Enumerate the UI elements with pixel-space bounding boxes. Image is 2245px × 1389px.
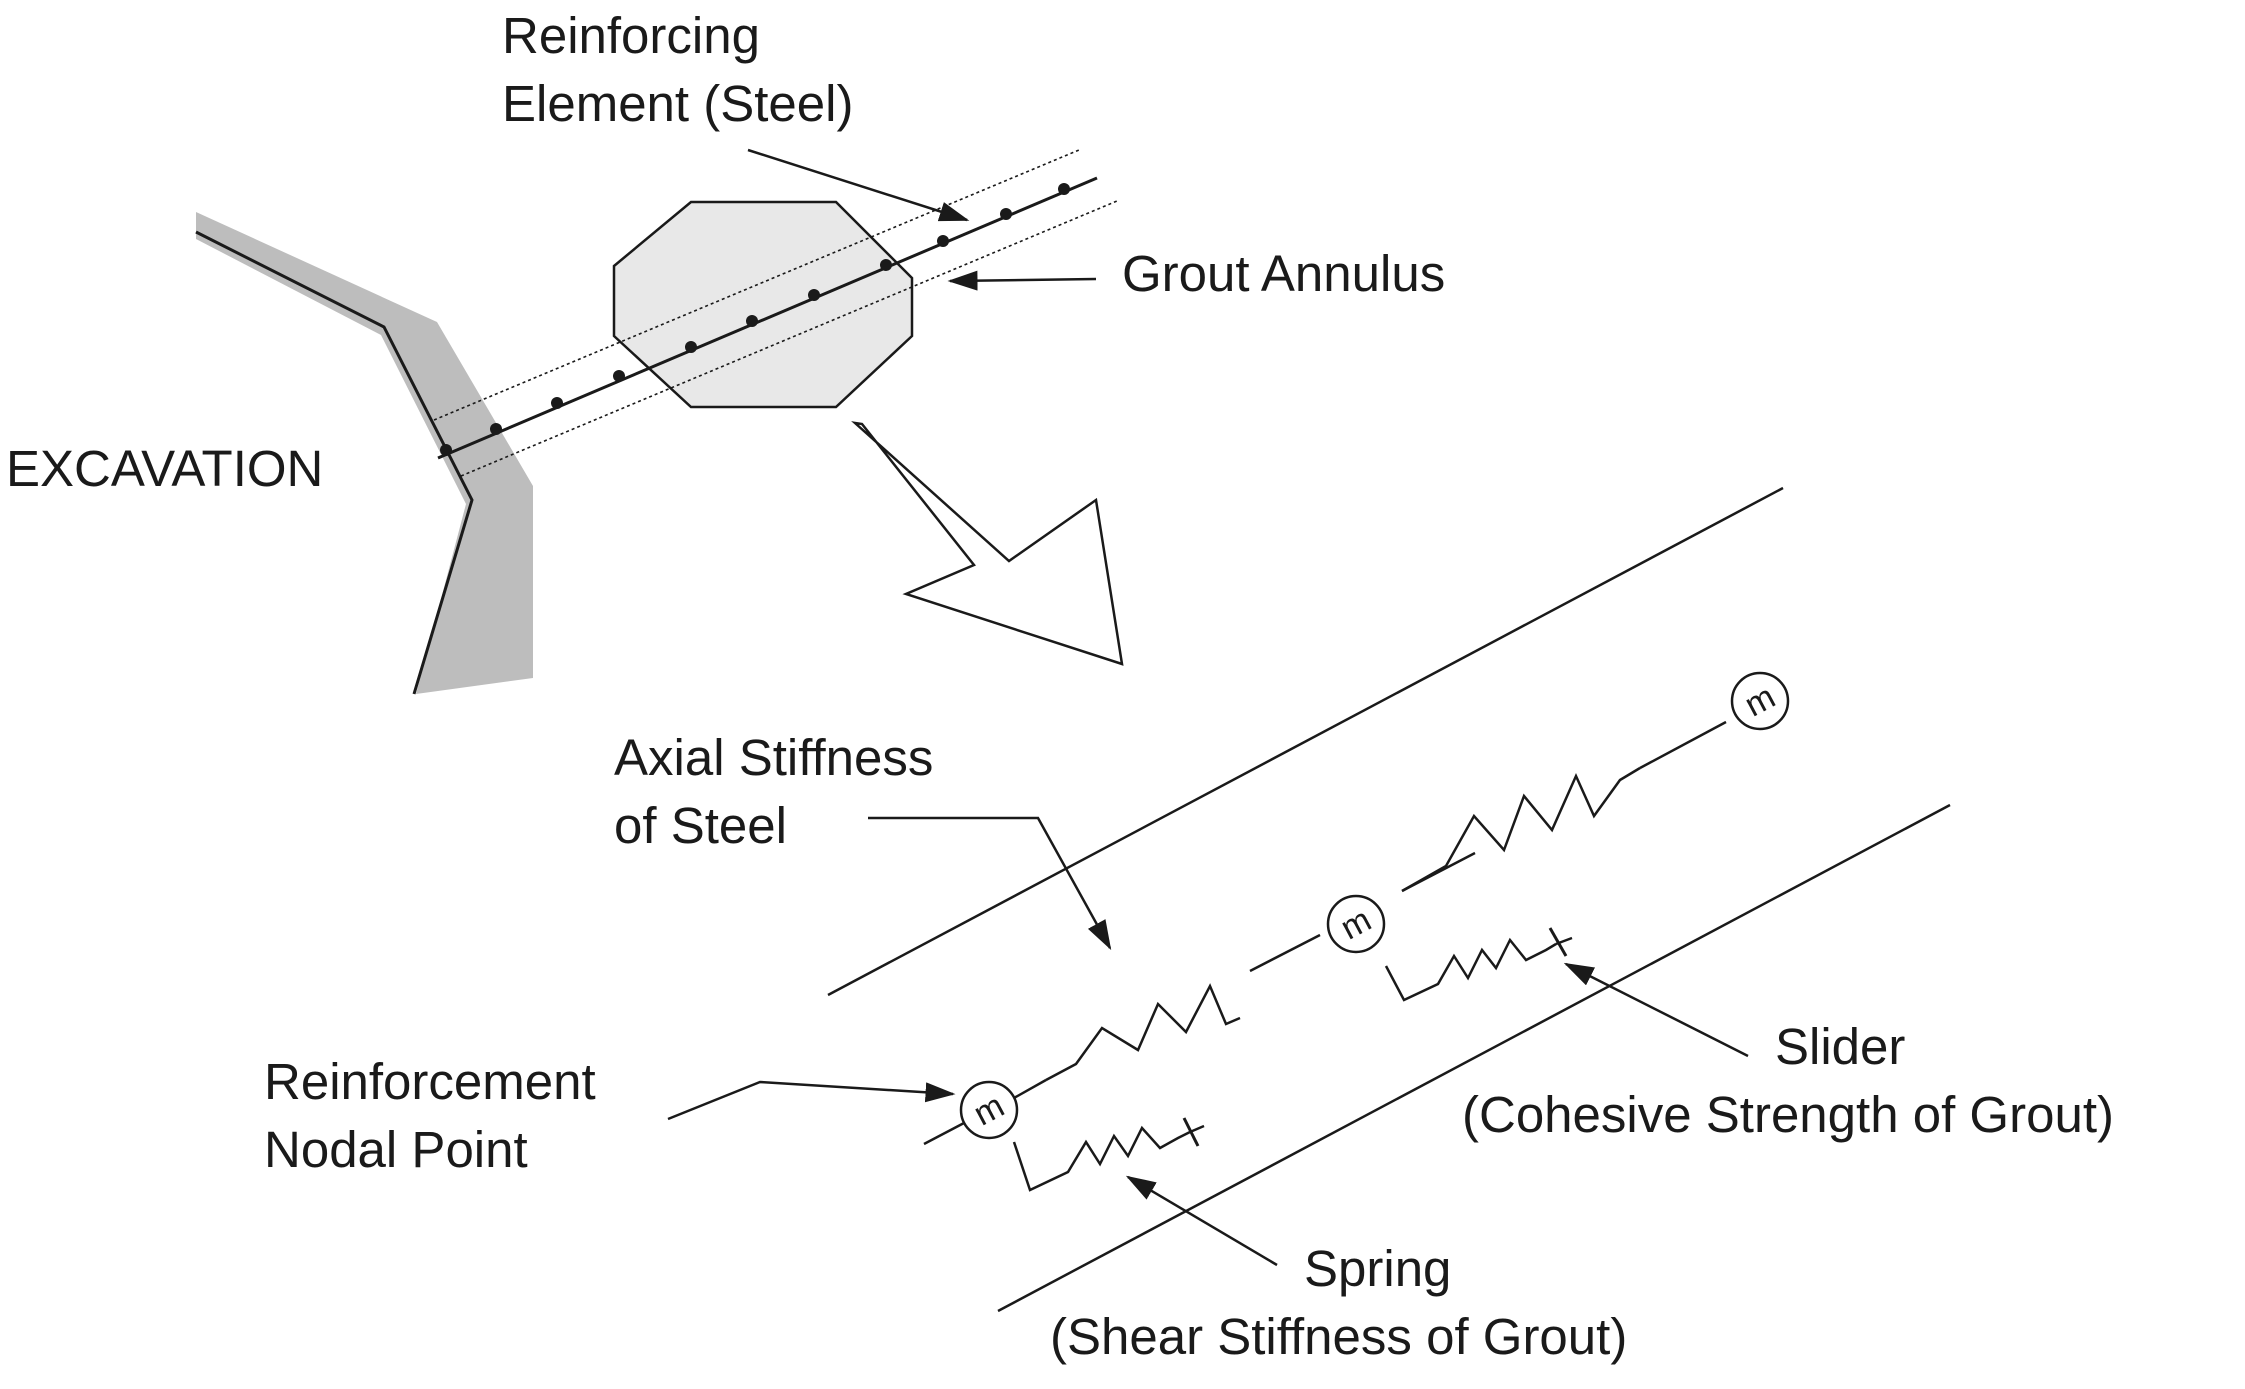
shear-spring-lower [1012,1125,1191,1192]
axial-spring-lower [1045,983,1241,1082]
reinforcing-element-leader [747,148,970,222]
bar-node [746,315,758,327]
bar-nodes [440,183,1070,456]
axial-stiffness-label-line1: Axial Stiffness [614,729,933,786]
reinforcing-element-label-line1: Reinforcing [502,7,760,64]
slider-label-line2: (Cohesive Strength of Grout) [1462,1086,2114,1143]
reinforcing-bar [437,176,1098,460]
axial-spring-upper [1401,766,1641,893]
excavation-rock-wall [195,212,533,695]
bar-node [440,444,452,456]
steel-axis-mid [1249,933,1321,973]
excavation-label: EXCAVATION [6,440,323,497]
reinforcement-nodal-label-line1: Reinforcement [264,1053,596,1110]
grout-annulus-leader [947,270,1097,291]
mass-node-upper: m [1730,671,1790,731]
bar-node [937,235,949,247]
slider-label-line1: Slider [1775,1018,1905,1075]
spring-label-line1: Spring [1304,1240,1451,1297]
axial-spring-upper-tail [1639,720,1727,770]
spring-leader [1125,1175,1278,1267]
slider-foot-lower [1189,1124,1205,1134]
bar-node [685,341,697,353]
grout-annulus-lines [433,149,1118,477]
slider-leader [1563,962,1749,1058]
bar-node [1058,183,1070,195]
bar-node [808,289,820,301]
slider-foot-upper [1555,936,1573,946]
bar-node [1000,208,1012,220]
axial-stiffness-leader [868,816,1112,951]
axial-stiffness-label-line2: of Steel [614,797,787,854]
axial-spring-lower-tail [1240,971,1250,1018]
bar-node [613,370,625,382]
grout-boundaries [827,486,1951,1313]
bar-node [551,397,563,409]
spring-label-line2: (Shear Stiffness of Grout) [1050,1308,1627,1365]
zoom-arrow [851,421,1124,666]
reinforcement-nodal-label-line2: Nodal Point [264,1121,528,1178]
bar-node [490,423,502,435]
reinforcement-nodal-leader [667,1080,956,1121]
mass-node-lower: m [959,1080,1019,1140]
steel-axis-left-end [923,1121,965,1146]
grout-block [612,200,914,409]
excavation-boundary [195,230,474,695]
axial-spring-lower-lead [1013,1078,1047,1100]
reinforcing-element-label-line2: Element (Steel) [502,75,853,132]
bar-node [880,259,892,271]
grout-annulus-label: Grout Annulus [1122,245,1445,302]
shear-spring-upper [1384,937,1557,1002]
mass-node-middle: m [1326,894,1386,954]
